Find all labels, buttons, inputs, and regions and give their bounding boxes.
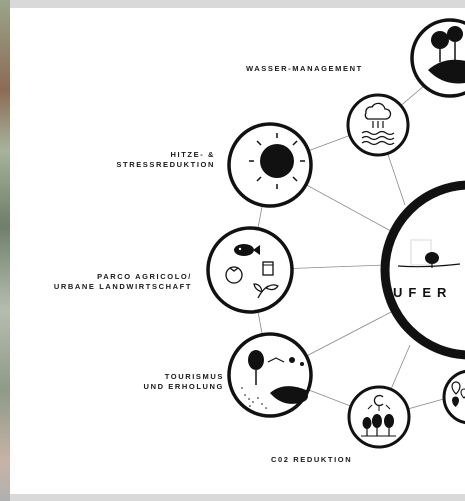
- label-hitze-line2: STRESSREDUKTION: [116, 159, 215, 169]
- trees-on-island-icon: [410, 18, 465, 98]
- label-parco-agricolo: PARCO AGRICOLO/ URBANE LANDWIRTSCHAFT: [54, 272, 192, 291]
- label-tourismus-erholung: TOURISMUS UND ERHOLUNG: [144, 372, 224, 391]
- fish-tomato-plant-icon: [206, 226, 294, 314]
- center-title: UFER: [393, 285, 453, 300]
- diagram-graphic: [206, 18, 465, 449]
- label-co2-reduktion: C02 REDUKTION: [271, 455, 353, 464]
- diagram-panel: WASSER-MANAGEMENT HITZE- & STRESSREDUKTI…: [10, 8, 465, 494]
- map-pins-icon: [442, 369, 465, 425]
- label-wasser-management: WASSER-MANAGEMENT: [246, 64, 363, 73]
- background-photo-strip: [0, 0, 10, 501]
- label-tourismus-line1: TOURISMUS: [164, 372, 224, 381]
- co2-trees-icon: [347, 385, 411, 449]
- label-parco-line2: URBANE LANDWIRTSCHAFT: [53, 281, 192, 291]
- label-tourismus-line2: UND ERHOLUNG: [143, 381, 224, 391]
- park-recreation-icon: [227, 332, 313, 418]
- label-parco-line1: PARCO AGRICOLO/: [97, 272, 192, 281]
- center-circle: [380, 180, 465, 360]
- label-hitze-stressreduktion: HITZE- & STRESSREDUKTION: [116, 150, 215, 169]
- rain-cloud-water-icon: [346, 93, 410, 157]
- sun-icon: [227, 122, 313, 208]
- label-hitze-line1: HITZE- &: [170, 150, 215, 159]
